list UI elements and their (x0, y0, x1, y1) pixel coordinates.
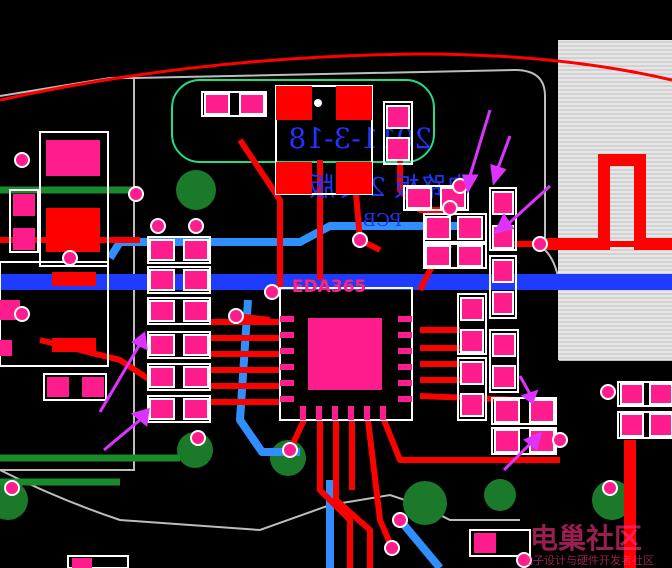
ic-pins-bottom (300, 406, 386, 420)
ic-exposed-pad (308, 318, 382, 390)
annotation-arrows (98, 109, 552, 472)
left-passive-column[interactable] (147, 236, 211, 423)
board-edge-trace (0, 52, 672, 102)
ic-pins-right (398, 316, 412, 402)
right-passive-components[interactable] (201, 91, 672, 455)
mirrored-text-line2: PCB (363, 210, 402, 231)
watermark-sub-text: 电子设计与硬件开发者社区 (522, 553, 654, 567)
left-connector-block[interactable] (0, 131, 531, 568)
thick-power-trace (540, 154, 672, 568)
crystal-footprint[interactable] (275, 85, 373, 195)
ic-pins-left (280, 316, 294, 402)
vias (4, 152, 618, 568)
net-label-eda365: EDA365 (292, 277, 366, 297)
watermark-logo-text: 电巢社区 (530, 522, 642, 555)
copper-pour-hatched (558, 40, 672, 360)
ic-footprint-u1[interactable]: EDA365 (279, 277, 413, 421)
watermark-logo: 电巢社区 电子设计与硬件开发者社区 (522, 522, 654, 567)
ground-plane (0, 170, 632, 525)
mirrored-date-text: 2011-3-18 (288, 122, 432, 155)
